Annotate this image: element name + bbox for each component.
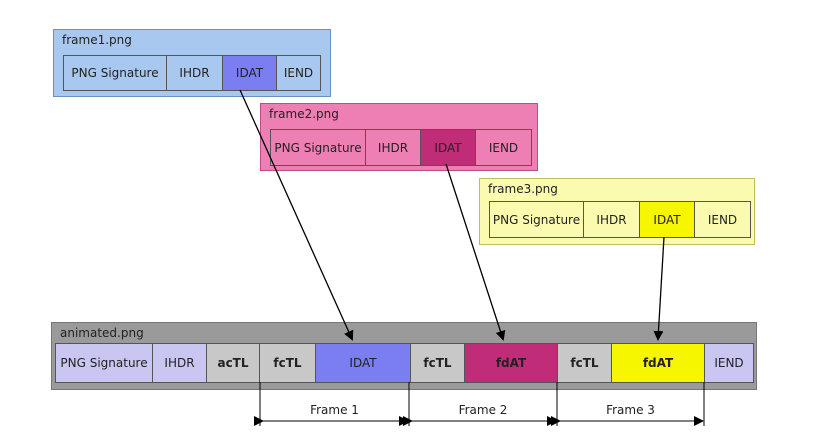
frame1-iend: IEND (283, 66, 314, 80)
frame1-chunks: PNG Signature IHDR IDAT IEND (63, 55, 321, 91)
frame3-idat: IDAT (640, 202, 695, 237)
frame1-title: frame1.png (62, 33, 132, 47)
animated-ihdr: IHDR (153, 344, 207, 382)
animated-fdat-2: fdAT (465, 344, 558, 382)
frame2-title: frame2.png (269, 107, 339, 121)
animated-fctl-3: fcTL (558, 344, 612, 382)
animated-actl: acTL (207, 344, 260, 382)
frame3-container: frame3.png PNG Signature IHDR IDAT IEND (479, 178, 755, 245)
frame2-ihdr: IHDR (366, 130, 421, 165)
frame1-label: Frame 1 (310, 403, 359, 417)
frame1-container: frame1.png PNG Signature IHDR IDAT IEND (53, 29, 331, 97)
frame3-ihdr: IHDR (584, 202, 640, 237)
animated-chunks: PNG Signature IHDR acTL fcTL IDAT fcTL f… (55, 343, 754, 383)
frame2-iend: IEND (488, 140, 519, 155)
animated-fdat-3: fdAT (612, 344, 705, 382)
frame3-label: Frame 3 (606, 403, 655, 417)
frame3-title: frame3.png (488, 182, 558, 196)
animated-title: animated.png (60, 326, 144, 340)
animated-iend: IEND (705, 344, 753, 382)
frame2-container: frame2.png PNG Signature IHDR IDAT IEND (260, 103, 538, 171)
frame3-iend: IEND (707, 212, 738, 227)
frame1-ihdr: IHDR (167, 56, 223, 90)
frame1-png-signature: PNG Signature (64, 56, 167, 90)
animated-fctl-1: fcTL (260, 344, 316, 382)
animated-idat: IDAT (316, 344, 411, 382)
frame1-idat: IDAT (223, 56, 277, 90)
frame2-png-signature: PNG Signature (271, 130, 366, 165)
animated-container: animated.png PNG Signature IHDR acTL fcT… (51, 322, 757, 390)
frame2-chunks: PNG Signature IHDR IDAT IEND (270, 129, 532, 166)
animated-png-signature: PNG Signature (56, 344, 153, 382)
animated-fctl-2: fcTL (411, 344, 465, 382)
frame3-png-signature: PNG Signature (490, 202, 584, 237)
frame2-idat: IDAT (421, 130, 476, 165)
frame3-chunks: PNG Signature IHDR IDAT IEND (489, 201, 751, 238)
frame2-label: Frame 2 (458, 403, 508, 417)
